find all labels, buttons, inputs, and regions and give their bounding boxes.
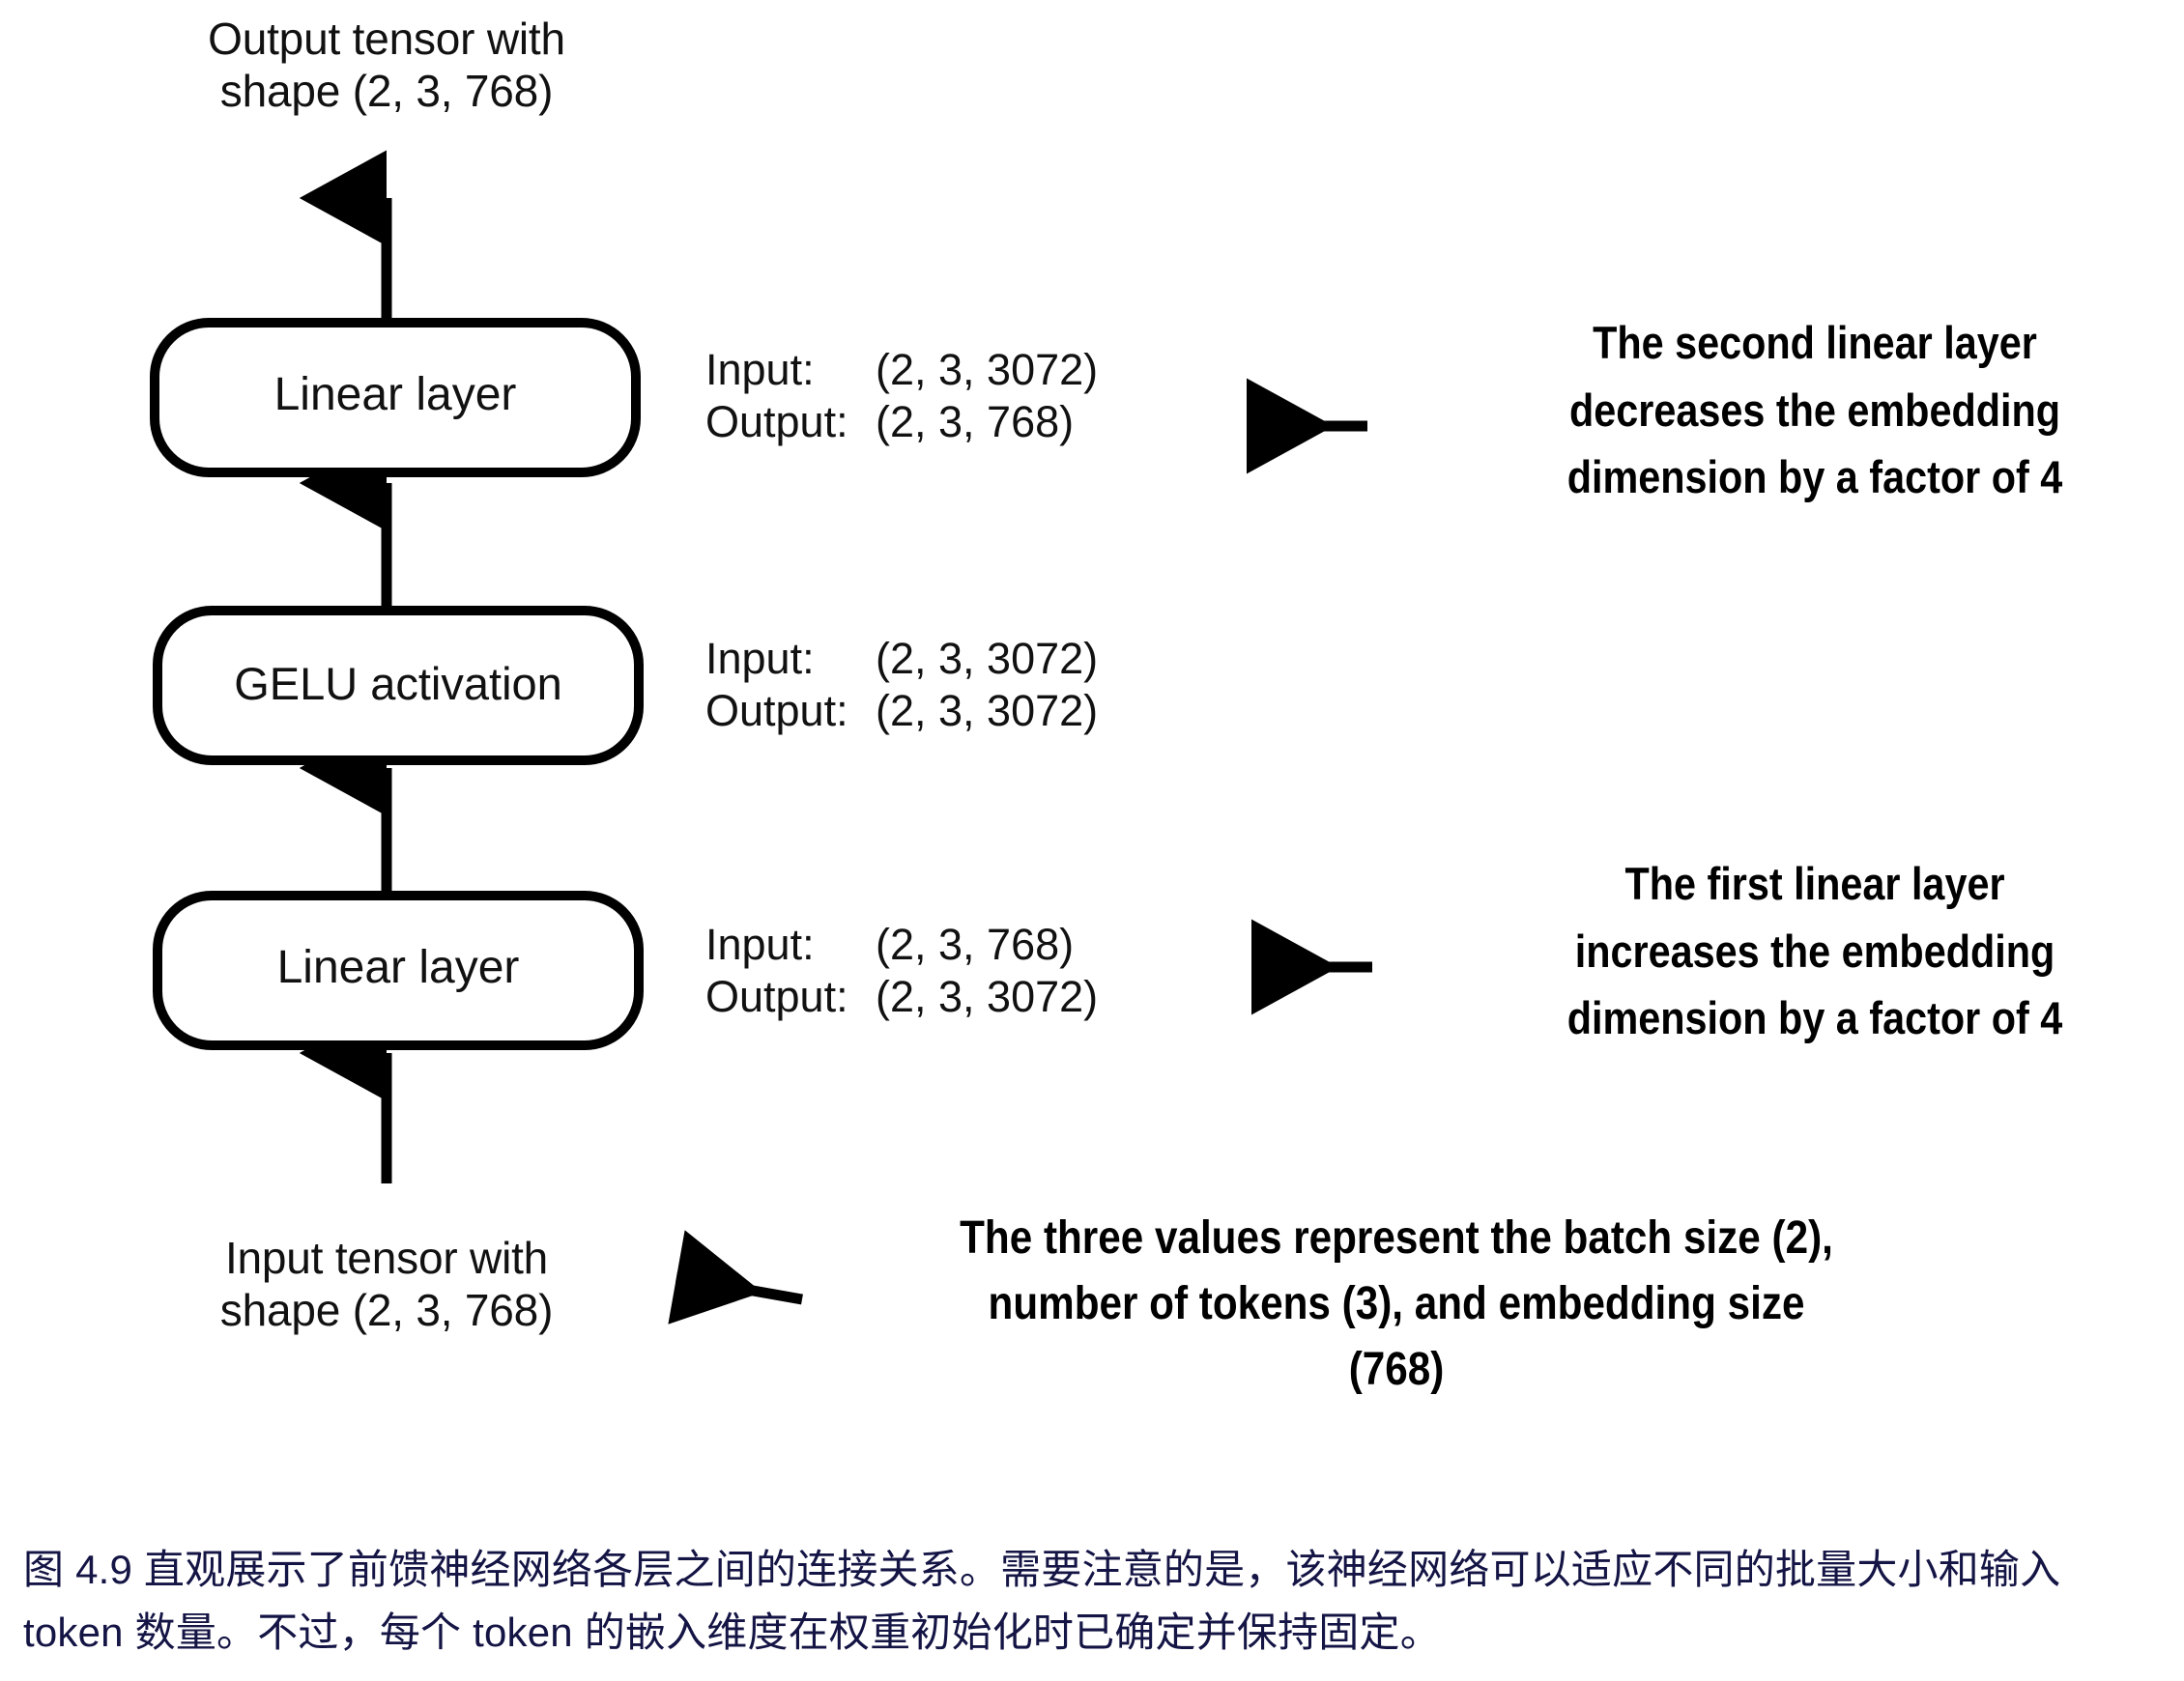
io-row-input: Input: (2, 3, 3072) <box>705 633 1098 685</box>
io-output-key: Output: <box>705 397 848 446</box>
io-input-value: (2, 3, 3072) <box>876 634 1099 683</box>
block-gelu-activation <box>153 606 644 765</box>
io-output-value: (2, 3, 3072) <box>876 972 1099 1021</box>
block-label-linear-layer-1: Linear layer <box>276 942 520 993</box>
io-input-value: (2, 3, 768) <box>876 920 1075 969</box>
annotation-second-linear-note: The second linear layer decreases the em… <box>1566 317 2063 503</box>
io-row-input: Input: (2, 3, 768) <box>705 919 1098 971</box>
io-output-value: (2, 3, 3072) <box>876 686 1099 735</box>
feedforward-diagram <box>150 150 1372 1325</box>
io-row-output: Output: (2, 3, 768) <box>705 396 1098 448</box>
io-spec-linear-layer-1: Input: (2, 3, 768) Output: (2, 3, 3072) <box>705 919 1098 1023</box>
block-label-linear-layer-2: Linear layer <box>273 369 517 420</box>
pointer-arrow-three-values <box>668 1230 803 1325</box>
io-input-key: Input: <box>705 634 815 683</box>
io-input-key: Input: <box>705 345 815 394</box>
block-linear-layer-2 <box>150 318 641 477</box>
io-spec-linear-layer-2: Input: (2, 3, 3072) Output: (2, 3, 768) <box>705 344 1098 448</box>
io-row-output: Output: (2, 3, 3072) <box>705 971 1098 1023</box>
block-linear-layer-1 <box>153 891 644 1050</box>
io-row-output: Output: (2, 3, 3072) <box>705 685 1098 737</box>
block-label-gelu-activation: GELU activation <box>234 658 562 709</box>
io-input-value: (2, 3, 3072) <box>876 345 1099 394</box>
io-output-key: Output: <box>705 972 848 1021</box>
io-row-input: Input: (2, 3, 3072) <box>705 344 1098 396</box>
io-input-key: Input: <box>705 920 815 969</box>
io-output-value: (2, 3, 768) <box>876 397 1075 446</box>
output-tensor-label: Output tensor with shape (2, 3, 768) <box>208 14 565 116</box>
figure-caption: 图 4.9 直观展示了前馈神经网络各层之间的连接关系。需要注意的是，该神经网络可… <box>23 1547 2061 1656</box>
io-spec-gelu-activation: Input: (2, 3, 3072) Output: (2, 3, 3072) <box>705 633 1098 737</box>
io-output-key: Output: <box>705 686 848 735</box>
annotation-first-linear-note: The first linear layer increases the emb… <box>1566 858 2063 1044</box>
annotation-three-values-note: The three values represent the batch siz… <box>960 1212 1833 1396</box>
input-tensor-label: Input tensor with shape (2, 3, 768) <box>219 1233 554 1335</box>
